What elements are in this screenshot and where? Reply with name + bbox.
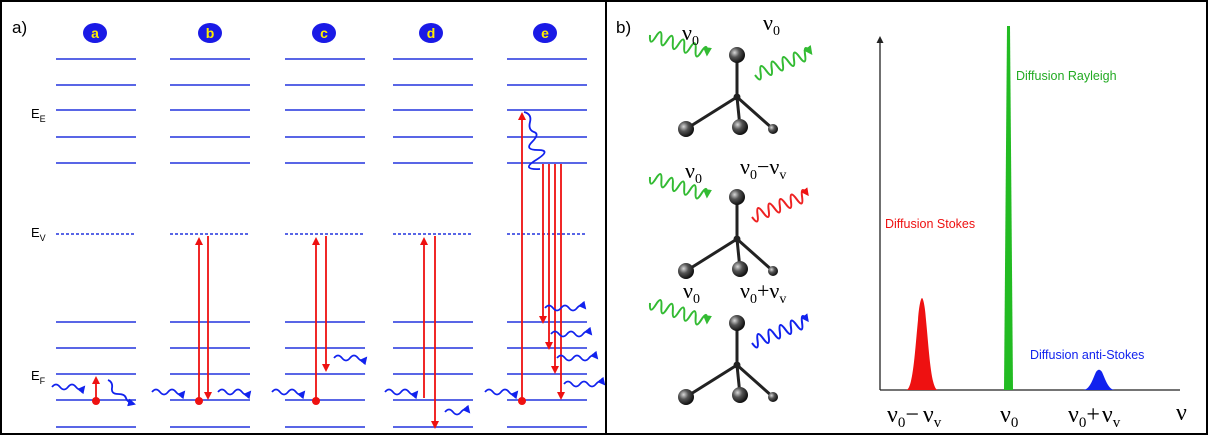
molecule-1-scattered-label: ν0	[763, 10, 780, 39]
atom	[729, 315, 745, 331]
molecule-3-incident-label: ν0	[683, 278, 700, 307]
case-label-c: c	[320, 25, 328, 41]
atom	[729, 47, 745, 63]
molecule-bond	[685, 363, 738, 399]
molecule-2-labels: ν0 ν0−νv	[685, 154, 786, 187]
rayleigh-peak	[1004, 26, 1013, 390]
case-badge-c: c	[312, 23, 336, 43]
molecule-1-incident-label: ν0	[682, 20, 699, 49]
atom	[678, 121, 694, 137]
atom	[768, 392, 778, 402]
molecule-3-scattered-label: ν0+νv	[740, 278, 786, 307]
incident-photon-wave	[648, 173, 712, 200]
case-label-d: d	[427, 25, 436, 41]
rayleigh-tick-label: ν0	[1000, 402, 1018, 431]
molecule-2	[648, 173, 809, 279]
molecule-bond	[685, 95, 738, 131]
case-badge-d: d	[419, 23, 443, 43]
molecule-3-labels: ν0 ν0+νv	[683, 278, 786, 307]
atom-center	[733, 235, 741, 243]
virtual-level-label: EV	[31, 225, 46, 243]
stokes-peak-label: Diffusion Stokes	[885, 217, 975, 231]
case-label-e: e	[541, 25, 549, 41]
atom-center	[733, 361, 741, 369]
anti-stokes-peak	[1083, 369, 1115, 390]
molecule-bond	[736, 237, 774, 273]
excited-level-label: EE	[31, 106, 46, 124]
frequency-axis-label: ν	[1176, 400, 1187, 426]
anti-stokes-tick-label: ν0+νv	[1068, 402, 1121, 431]
case-d-transition	[384, 236, 471, 429]
atom	[768, 266, 778, 276]
scattered-photon-wave	[751, 187, 809, 223]
molecule-1-labels: ν0 ν0	[682, 10, 780, 49]
energy-level-panel	[56, 58, 587, 428]
incident-photon-wave	[648, 31, 712, 58]
molecule-2-scattered-label: ν0−νv	[740, 154, 786, 183]
anti-stokes-peak-label: Diffusion anti-Stokes	[1030, 348, 1144, 362]
case-b-transition	[151, 236, 252, 405]
scattered-photon-wave	[751, 313, 809, 349]
case-e-transition	[484, 111, 606, 405]
atom	[768, 124, 778, 134]
molecule-bond	[736, 363, 774, 399]
case-badge-b: b	[198, 23, 222, 43]
case-c-transition	[271, 236, 368, 405]
atom	[732, 387, 748, 403]
molecule-bond	[736, 95, 774, 131]
stokes-tick-label: ν0−νv	[887, 402, 942, 431]
case-badge-e: e	[533, 23, 557, 43]
molecule-column	[648, 31, 813, 405]
atom	[729, 189, 745, 205]
scattered-photon-wave	[754, 45, 813, 81]
atom-center	[733, 93, 741, 101]
molecule-3	[648, 299, 809, 405]
atom	[678, 389, 694, 405]
rayleigh-peak-label: Diffusion Rayleigh	[1016, 69, 1117, 83]
spectrum-peaks	[906, 26, 1115, 390]
transitions	[51, 111, 606, 429]
panel-b-label: b)	[616, 18, 631, 37]
atom	[678, 263, 694, 279]
stokes-peak	[906, 298, 938, 390]
panel-a-label: a)	[12, 18, 27, 37]
atom	[732, 261, 748, 277]
case-label-a: a	[91, 25, 99, 41]
incident-photon-wave	[648, 299, 712, 326]
case-label-b: b	[206, 25, 215, 41]
molecule-bond	[685, 237, 738, 273]
fundamental-level-label: EF	[31, 368, 46, 386]
molecule-1	[648, 31, 813, 137]
molecule-2-incident-label: ν0	[685, 158, 702, 187]
case-badge-a: a	[83, 23, 107, 43]
atom	[732, 119, 748, 135]
case-a-transition	[51, 376, 136, 407]
